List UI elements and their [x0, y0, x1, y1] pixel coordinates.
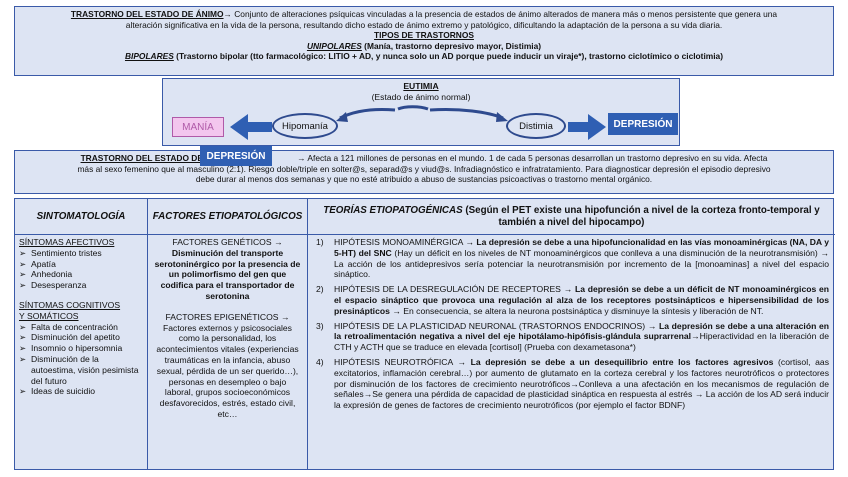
list-item: ➢ Insomnio o hipersomnia: [19, 343, 143, 354]
bullet-icon: ➢: [19, 386, 27, 397]
bullet-icon: ➢: [19, 343, 27, 354]
bipolares-label: BIPOLARES: [124, 51, 174, 62]
depresion-badge: DEPRESIÓN: [200, 146, 272, 166]
sintomatologia-body: SÍNTOMAS AFECTIVOS ➢Sentimiento tristes➢…: [19, 237, 143, 397]
unipolares-label: UNIPOLARES: [306, 40, 362, 51]
bullet-icon: ➢: [19, 269, 27, 280]
bullet-icon: ➢: [19, 353, 27, 364]
teorias-header: TEORÍAS ETIOPATOGÉNICAS (Según el PET ex…: [308, 199, 835, 235]
theory-number: 4): [316, 356, 324, 367]
teorias-column: TEORÍAS ETIOPATOGÉNICAS (Según el PET ex…: [308, 199, 835, 469]
theory-bold: La depresión se debe a un déficit de NT …: [334, 284, 829, 316]
cognitivos-list: ➢ Falta de concentración ➢ Disminución del …: [19, 322, 143, 398]
eutimia-subtitle: (Estado de ánimo normal): [371, 92, 471, 102]
mania-box: MANÍA: [172, 117, 224, 137]
definition-box: TRASTORNO DEL ESTADO DE ÁNIMO→ Conjunto …: [14, 6, 834, 76]
theory-rest: →Hiperactividad en la liberación de CTH …: [334, 331, 829, 353]
eutimia-title: EUTIMIA: [403, 81, 439, 91]
list-item-text: Disminución de la autoestima, visión pes…: [31, 353, 139, 386]
epigeneticos-text: Factores externos y psicosociales como l…: [156, 322, 299, 419]
theory-text: HIPÓTESIS MONOAMINÉRGICA → La depresión …: [334, 237, 829, 280]
list-item: ➢ Desesperanza: [19, 280, 143, 291]
tipos-title: TIPOS DE TRASTORNOS: [374, 30, 474, 41]
theory-number: 3): [316, 320, 324, 331]
theory-title: HIPÓTESIS NEUROTRÓFICA →: [334, 356, 466, 367]
list-item: ➢ Apatía: [19, 259, 143, 270]
bullet-icon: ➢: [19, 247, 27, 258]
list-item: ➢ Disminución de la autoestima, visión pe…: [19, 354, 143, 386]
factores-header: FACTORES ETIOPATOLÓGICOS: [148, 199, 307, 235]
list-item-text: Anhedonia: [31, 269, 73, 280]
cognitivos-title-1: SÍNTOMAS COGNITIVOS: [19, 299, 121, 310]
hipomania-oval: Hipomanía: [272, 113, 338, 139]
main-table: SINTOMATOLOGÍA SÍNTOMAS AFECTIVOS ➢ Senti…: [14, 198, 835, 470]
geneticos-title: FACTORES GENÉTICOS →: [172, 237, 283, 247]
sintomatologia-column: SINTOMATOLOGÍA SÍNTOMAS AFECTIVOS ➢ Senti…: [15, 199, 148, 469]
depresion-text-2: más al sexo femenino que al masculino (2…: [77, 163, 771, 174]
depresion-text-1: → Afecta a 121 millones de personas en e…: [297, 153, 768, 163]
theory-item: 4) HIPÓTESIS NEUROTRÓFICA → La depresión …: [316, 357, 829, 411]
unipolares-text: (Manía, trastorno depresivo mayor, Disti…: [361, 40, 542, 51]
theory-number: 2): [316, 284, 324, 295]
teorias-body: 1) HIPÓTESIS MONOAMINÉRGICA → La depresió…: [316, 237, 829, 415]
factores-column: FACTORES ETIOPATOLÓGICOS FACTORES GENÉTI…: [148, 199, 308, 469]
list-item: ➢ Anhedonia: [19, 269, 143, 280]
distimia-oval: Distimia: [506, 113, 566, 139]
depresion-def-title: TRASTORNO DEL ESTADO DE ÁNIMO: [80, 153, 234, 163]
theory-title: HIPÓTESIS DE LA DESREGULACIÓN DE RECEPTO…: [334, 284, 573, 295]
theory-text: HIPÓTESIS DE LA PLASTICIDAD NEURONAL (TR…: [334, 321, 829, 353]
cognitivos-title-2: Y SOMÁTICOS: [19, 310, 79, 321]
list-item-text: Ideas de suicidio: [31, 386, 96, 397]
bipolares-line: BIPOLARES (Trastorno bipolar (tto farmac…: [21, 51, 827, 62]
unipolares-line: UNIPOLARES (Manía, trastorno depresivo m…: [21, 41, 827, 52]
definition-title: TRASTORNO DEL ESTADO DE ÁNIMO: [70, 9, 224, 19]
theory-bold: La depresión se debe a una alteración en…: [334, 320, 830, 342]
afectivos-title: SÍNTOMAS AFECTIVOS: [19, 237, 115, 247]
bullet-icon: ➢: [19, 321, 27, 332]
theory-rest: (cortisol, aas excitatorios, inflamación…: [334, 356, 829, 411]
factores-body: FACTORES GENÉTICOS → Disminución del tra…: [154, 237, 301, 420]
definition-text-1: → Conjunto de alteraciones psíquicas vin…: [223, 9, 778, 19]
teorias-header-rest: (Según el PET existe una hipofunción a n…: [462, 204, 820, 228]
afectivos-list: ➢ Sentimiento tristes ➢ Apatía ➢ Anhedonia ➢ De…: [19, 248, 143, 291]
theory-item: 1) HIPÓTESIS MONOAMINÉRGICA → La depresió…: [316, 237, 829, 280]
depresion-box-right: DEPRESIÓN: [608, 113, 678, 135]
list-item-text: Falta de concentración: [31, 321, 118, 332]
eutimia-box: EUTIMIA (Estado de ánimo normal): [162, 78, 680, 146]
bipolares-text: (Trastorno bipolar (tto farmacológico: L…: [173, 51, 724, 62]
theory-title: HIPÓTESIS DE LA PLASTICIDAD NEURONAL (TR…: [334, 320, 657, 331]
bullet-icon: ➢: [19, 280, 27, 291]
theory-text: HIPÓTESIS NEUROTRÓFICA → La depresión se…: [334, 357, 829, 411]
bullet-icon: ➢: [19, 332, 27, 343]
theory-rest: (Hay un déficit en los niveles de NT mon…: [334, 247, 829, 280]
list-item-text: Apatía: [31, 258, 56, 269]
list-item: ➢ Sentimiento tristes: [19, 248, 143, 259]
sintomatologia-header: SINTOMATOLOGÍA: [15, 199, 147, 235]
teorias-header-main: TEORÍAS ETIOPATOGÉNICAS: [323, 204, 463, 216]
list-item-text: Insomnio o hipersomnia: [31, 343, 123, 354]
list-item-text: Disminución del apetito: [31, 332, 120, 343]
theory-rest: → En consecuencia, se altera la neurona …: [389, 305, 764, 316]
definition-text-2: alteración significativa en la vida de l…: [125, 19, 723, 30]
definition-line-1: TRASTORNO DEL ESTADO DE ÁNIMO→ Conjunto …: [21, 9, 827, 20]
geneticos-text: Disminución del transporte serotoninérgi…: [154, 247, 301, 301]
theory-bold: La depresión se debe a una hipofuncional…: [334, 237, 829, 258]
depresion-line-1: TRASTORNO DEL ESTADO DE ÁNIMO → Afecta a …: [21, 153, 827, 164]
epigeneticos-title: FACTORES EPIGENÉTICOS →: [165, 311, 290, 322]
list-item-text: Desesperanza: [31, 280, 87, 291]
theory-item: 2) HIPÓTESIS DE LA DESREGULACIÓN DE RECEP…: [316, 284, 829, 316]
theory-number: 1): [316, 237, 324, 247]
theory-title: HIPÓTESIS MONOAMINÉRGICA →: [334, 237, 474, 247]
list-item: ➢ Ideas de suicidio: [19, 386, 143, 397]
theory-item: 3) HIPÓTESIS DE LA PLASTICIDAD NEURONAL (…: [316, 321, 829, 353]
bullet-icon: ➢: [19, 258, 27, 269]
theory-text: HIPÓTESIS DE LA DESREGULACIÓN DE RECEPTO…: [334, 284, 829, 316]
depresion-text-3: debe durar al menos dos semanas y que no…: [195, 174, 653, 185]
list-item: ➢ Disminución del apetito: [19, 332, 143, 343]
depresion-definition-box: TRASTORNO DEL ESTADO DE ÁNIMO → Afecta a …: [14, 150, 834, 194]
list-item-text: Sentimiento tristes: [31, 247, 102, 258]
list-item: ➢ Falta de concentración: [19, 322, 143, 333]
theory-bold: La depresión se debe a un desequilibrio …: [465, 356, 774, 367]
